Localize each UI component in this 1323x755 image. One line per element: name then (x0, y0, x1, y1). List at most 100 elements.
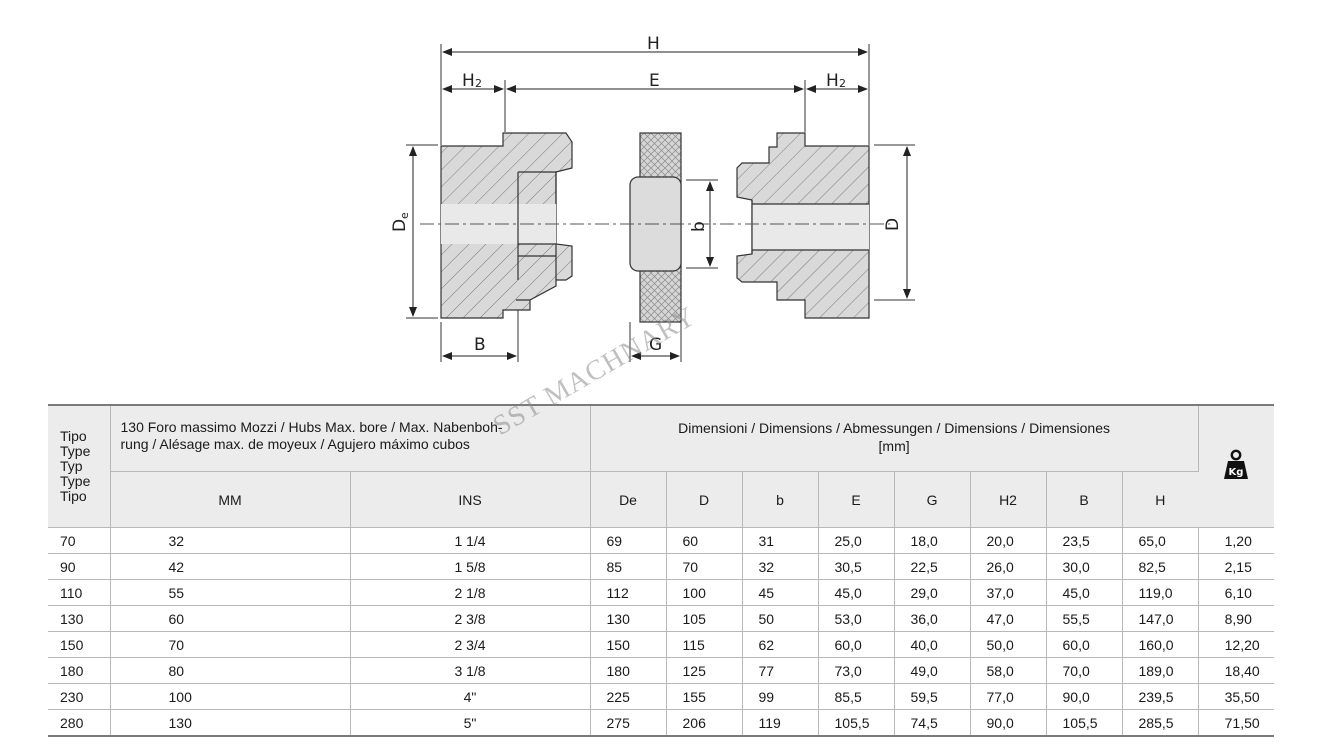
cell-tipo: 130 (48, 605, 111, 632)
cell-g: 49,0 (894, 657, 971, 684)
coupling-spec-table: Tipo Type Typ Type Tipo 130 Foro massimo… (48, 404, 1275, 737)
cell-mm: 130 (110, 709, 351, 737)
label-h: H (647, 34, 660, 54)
cell-g: 59,5 (894, 683, 971, 710)
cell-h2: 77,0 (970, 683, 1047, 710)
label-h2-right: H (826, 71, 839, 91)
cell-de: 225 (590, 683, 667, 710)
cell-g: 40,0 (894, 631, 971, 658)
cell-tipo: 70 (48, 527, 111, 554)
cell-kg: 35,50 (1198, 683, 1275, 710)
weight-kg-icon: Kg (1224, 449, 1249, 479)
cell-ins: 4" (350, 683, 591, 710)
label-h2-left: H (462, 71, 475, 91)
right-hub-section (736, 132, 870, 319)
label-b: B (474, 335, 486, 355)
cell-kg: 1,20 (1198, 527, 1275, 554)
cell-d: 115 (666, 631, 743, 658)
cell-kg: 2,15 (1198, 553, 1275, 580)
cell-e: 53,0 (818, 605, 895, 632)
header-hub-max-bore: 130 Foro massimo Mozzi / Hubs Max. bore … (110, 405, 591, 472)
header-b-small: b (742, 471, 819, 528)
cell-de: 130 (590, 605, 667, 632)
cell-h: 147,0 (1122, 605, 1199, 632)
cell-g: 36,0 (894, 605, 971, 632)
svg-text:Kg: Kg (1229, 467, 1244, 478)
cell-mm: 42 (110, 553, 351, 580)
cell-b: 90,0 (1046, 683, 1123, 710)
label-de-sub: e (398, 212, 411, 219)
cell-h2: 26,0 (970, 553, 1047, 580)
label-h2-left-sub: 2 (475, 77, 482, 90)
cell-tipo: 230 (48, 683, 111, 710)
label-h2-right-sub: 2 (839, 77, 846, 90)
cell-d: 105 (666, 605, 743, 632)
cell-e: 105,5 (818, 709, 895, 737)
header-tipo: Tipo Type Typ Type Tipo (48, 405, 111, 528)
cell-h: 189,0 (1122, 657, 1199, 684)
cell-b: 105,5 (1046, 709, 1123, 737)
cell-tipo: 180 (48, 657, 111, 684)
cell-de: 180 (590, 657, 667, 684)
header-dimensions: Dimensioni / Dimensions / Abmessungen / … (590, 405, 1199, 472)
cell-g: 74,5 (894, 709, 971, 737)
coupling-technical-drawing: H H 2 E H 2 D e b D B G (390, 34, 915, 362)
cell-g: 29,0 (894, 579, 971, 606)
cell-tipo: 110 (48, 579, 111, 606)
header-mm: MM (110, 471, 351, 528)
cell-h: 160,0 (1122, 631, 1199, 658)
cell-b: 23,5 (1046, 527, 1123, 554)
cell-b: 99 (742, 683, 819, 710)
header-weight: Kg (1198, 405, 1275, 528)
cell-tipo: 90 (48, 553, 111, 580)
cell-h: 65,0 (1122, 527, 1199, 554)
cell-e: 73,0 (818, 657, 895, 684)
cell-mm: 32 (110, 527, 351, 554)
cell-g: 18,0 (894, 527, 971, 554)
cell-kg: 12,20 (1198, 631, 1275, 658)
cell-h: 239,5 (1122, 683, 1199, 710)
label-b-small: b (689, 221, 709, 232)
cell-h2: 37,0 (970, 579, 1047, 606)
cell-ins: 2 3/8 (350, 605, 591, 632)
cell-mm: 70 (110, 631, 351, 658)
cell-h2: 50,0 (970, 631, 1047, 658)
cell-de: 112 (590, 579, 667, 606)
cell-e: 30,5 (818, 553, 895, 580)
cell-b: 62 (742, 631, 819, 658)
cell-mm: 100 (110, 683, 351, 710)
header-h2: H2 (970, 471, 1047, 528)
cell-e: 45,0 (818, 579, 895, 606)
cell-d: 155 (666, 683, 743, 710)
cell-b: 45,0 (1046, 579, 1123, 606)
cell-de: 150 (590, 631, 667, 658)
label-de: D (390, 219, 410, 232)
cell-h2: 58,0 (970, 657, 1047, 684)
cell-b: 60,0 (1046, 631, 1123, 658)
cell-b: 119 (742, 709, 819, 737)
cell-b: 50 (742, 605, 819, 632)
label-g: G (649, 335, 662, 355)
cell-kg: 18,40 (1198, 657, 1275, 684)
header-ins: INS (350, 471, 591, 528)
cell-b: 30,0 (1046, 553, 1123, 580)
left-hub-section (440, 132, 573, 319)
cell-h: 285,5 (1122, 709, 1199, 737)
cell-e: 60,0 (818, 631, 895, 658)
cell-b: 32 (742, 553, 819, 580)
cell-d: 70 (666, 553, 743, 580)
label-d: D (883, 218, 903, 231)
cell-d: 206 (666, 709, 743, 737)
cell-h2: 90,0 (970, 709, 1047, 737)
cell-b: 77 (742, 657, 819, 684)
cell-e: 85,5 (818, 683, 895, 710)
cell-de: 69 (590, 527, 667, 554)
